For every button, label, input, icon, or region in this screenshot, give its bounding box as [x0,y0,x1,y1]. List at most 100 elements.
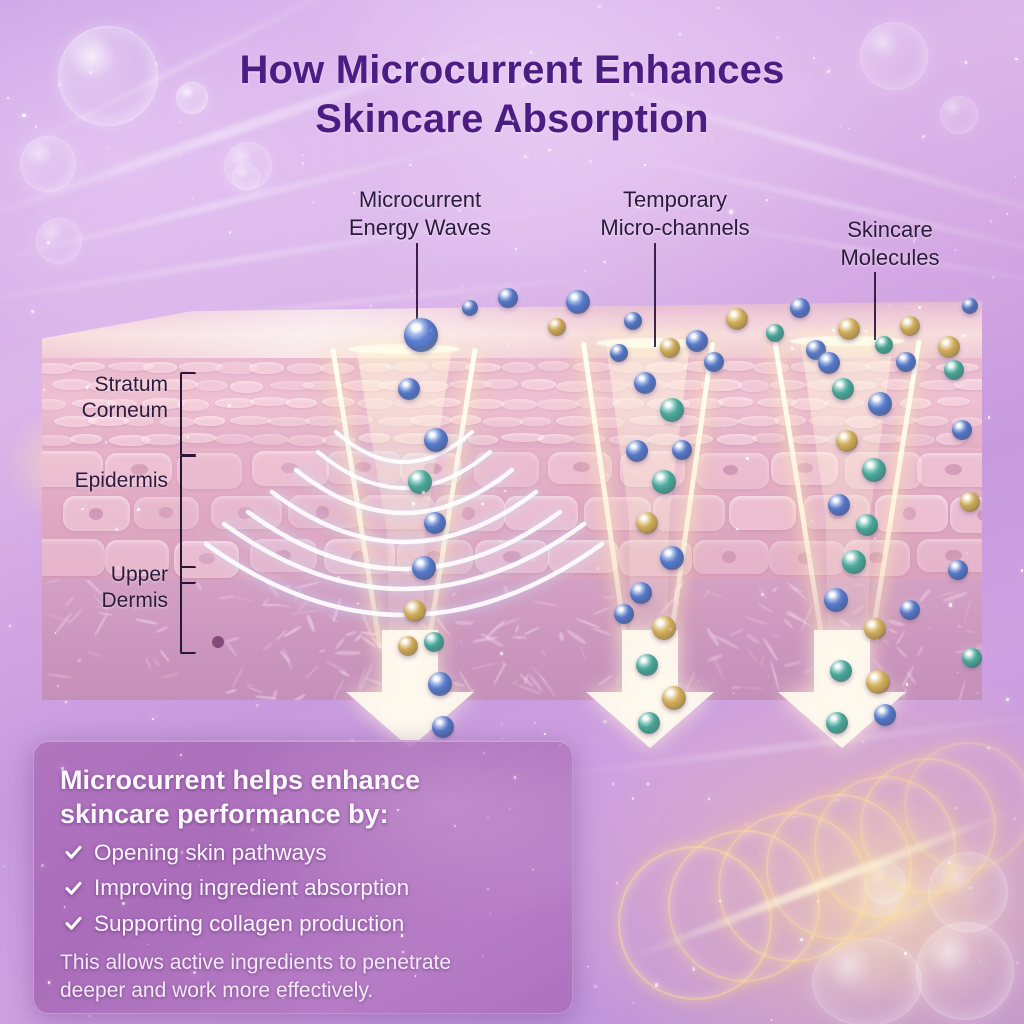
sparkle [811,936,813,938]
collagen-fibre [492,662,507,686]
skin-cell [881,379,914,390]
collagen-fibre [566,628,588,645]
collagen-fibre [875,619,888,633]
skin-cell [178,433,216,443]
skin-cell [612,397,644,409]
collagen-fibre [849,634,865,642]
collagen-fibre [650,684,658,692]
skin-cell [358,433,391,443]
collagen-fibre [615,676,622,687]
collagen-fibre [332,678,346,700]
skin-cell [359,362,395,372]
skin-cell [70,433,102,444]
skin-cell [122,379,162,390]
skin-cell [142,362,177,373]
skin-cell [900,398,931,410]
skin-cell [626,379,670,390]
panel-footnote: This allows active ingredients to penetr… [60,951,452,1002]
skin-cell [572,434,606,444]
sparkle [987,747,990,750]
skin-cell [230,415,272,426]
skin-cell [682,433,713,445]
collagen-fibre [757,602,773,613]
sparkle [991,276,995,280]
collagen-fibre [435,689,451,700]
skin-cell [618,540,692,576]
collagen-fibre [304,664,320,680]
collagen-fibre [981,685,982,700]
skin-cell [54,415,97,428]
sparkle [608,281,610,283]
collagen-fibre [962,597,973,626]
collagen-fibre [415,647,422,652]
skin-cell [142,398,186,409]
sparkle [4,865,6,867]
sparkle [1015,182,1017,184]
cell-nucleus [796,463,814,473]
collagen-fibre [772,587,779,594]
sparkle [603,260,606,263]
collagen-fibre [134,617,159,626]
skin-cell [176,452,243,490]
skin-cell [465,362,502,373]
collagen-fibre [334,637,347,651]
collagen-fibre [855,647,864,653]
collagen-fibre [802,665,816,676]
skin-cell [791,434,828,445]
collagen-fibre [218,594,236,601]
skin-cell [916,416,949,427]
bubble [864,862,906,904]
molecule-blue [874,704,896,726]
collagen-fibre [838,664,846,679]
benefit-item: Supporting collagen production [64,912,572,936]
sparkle [544,733,546,736]
collagen-fibre [456,688,475,700]
sparkle [654,983,658,987]
callout-skincare-molecules: Skincare Molecules [840,217,940,270]
skin-cell [42,434,74,447]
sparkle [979,959,983,963]
skin-cell [790,398,829,410]
skin-cell [717,433,758,445]
skin-cell [250,397,289,407]
collagen-fibre [369,635,390,659]
collagen-fibre [596,674,613,687]
skin-cell [482,379,519,390]
skin-cell [286,362,325,374]
sparkle [862,740,864,743]
label-stratum-corneum: Stratum Corneum [81,373,168,423]
skin-surface [42,301,982,362]
skin-cell [737,379,770,392]
sparkle [65,701,68,704]
sparkle [644,164,646,166]
label-epidermis: Epidermis [74,469,168,492]
check-icon [64,879,83,898]
skin-cell [646,362,687,373]
skin-cell [612,362,643,373]
collagen-fibre [837,617,851,629]
sparkle [409,164,412,167]
skin-cell [700,379,743,392]
sparkle [533,722,536,724]
sparkle [903,951,908,955]
molecule-blue [432,716,454,738]
skin-cell [844,452,923,490]
sparkle [301,153,304,156]
collagen-fibre [154,625,169,634]
collagen-fibre [649,628,656,635]
sparkle [745,823,748,825]
skin-cell [413,380,450,392]
skin-cell [719,361,755,371]
skin-cell [592,380,628,392]
skin-cell [214,434,252,444]
collagen-fibre [532,600,559,608]
skin-cell [774,415,807,427]
skin-cell [302,380,343,391]
skin-cell [322,397,355,408]
skin-cell [71,398,118,409]
skin-cell [519,416,552,427]
collagen-fibre [293,588,301,601]
skin-cell [359,495,435,530]
cell-nucleus [945,464,963,476]
collagen-fibre [878,635,890,647]
